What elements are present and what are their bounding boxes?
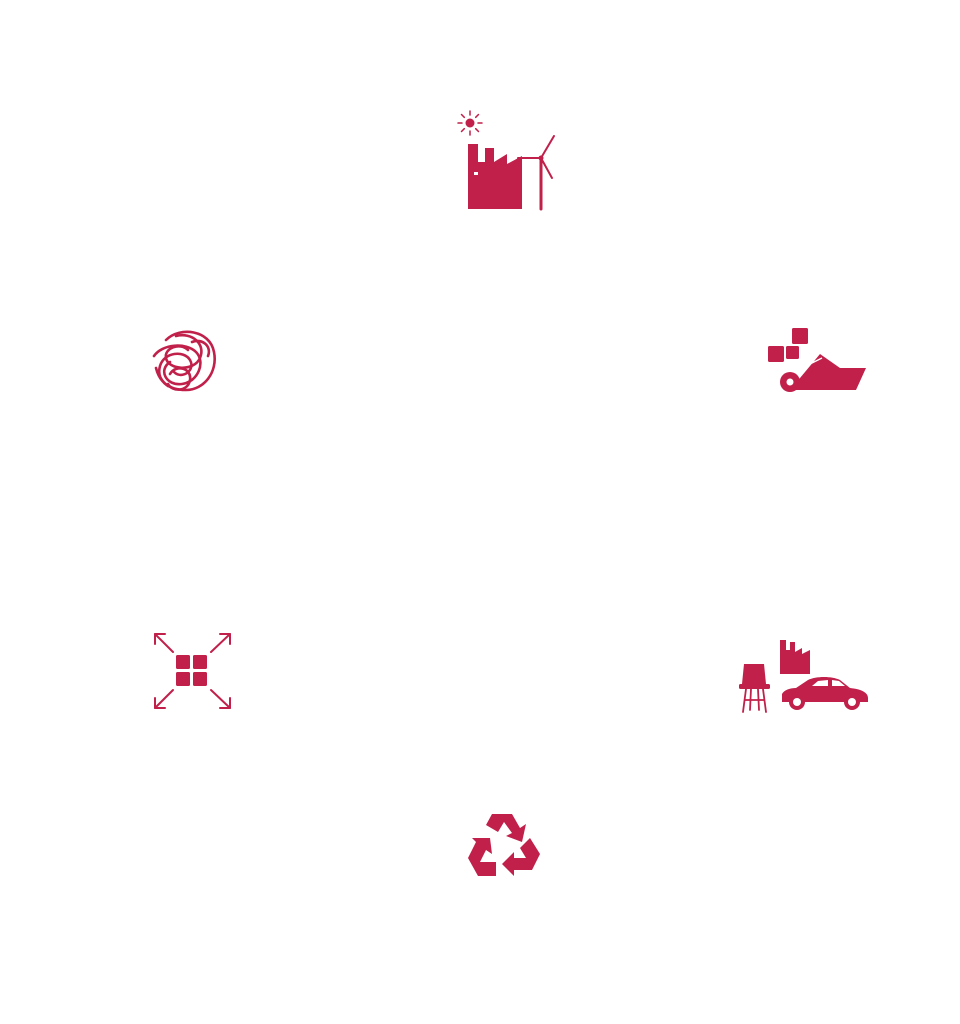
factory-icon xyxy=(468,144,522,209)
fiber-tangle-icon xyxy=(152,330,216,392)
material-squares-icon xyxy=(768,328,808,362)
end-products-node xyxy=(734,632,872,716)
fabric-manufacturing-node xyxy=(764,324,870,394)
grid-squares-icon xyxy=(176,655,207,686)
energy-production-icon-group xyxy=(457,110,555,211)
fabric-roll-icon xyxy=(780,354,866,392)
sun-icon xyxy=(457,110,483,136)
factory-icon xyxy=(780,640,810,674)
expansion-icon-group xyxy=(154,633,231,709)
energy-production-node xyxy=(452,106,558,212)
fabric-manufacturing-icon-group xyxy=(768,328,866,392)
recycling-node xyxy=(462,808,548,890)
expand-arrows-icon xyxy=(154,633,231,709)
fibres-node xyxy=(146,322,222,398)
end-products-icon-group xyxy=(739,640,868,713)
chair-icon xyxy=(739,664,770,713)
car-icon xyxy=(782,677,868,710)
wind-turbine-icon xyxy=(517,135,555,211)
recycle-icon xyxy=(468,814,540,876)
expansion-node xyxy=(150,628,238,716)
